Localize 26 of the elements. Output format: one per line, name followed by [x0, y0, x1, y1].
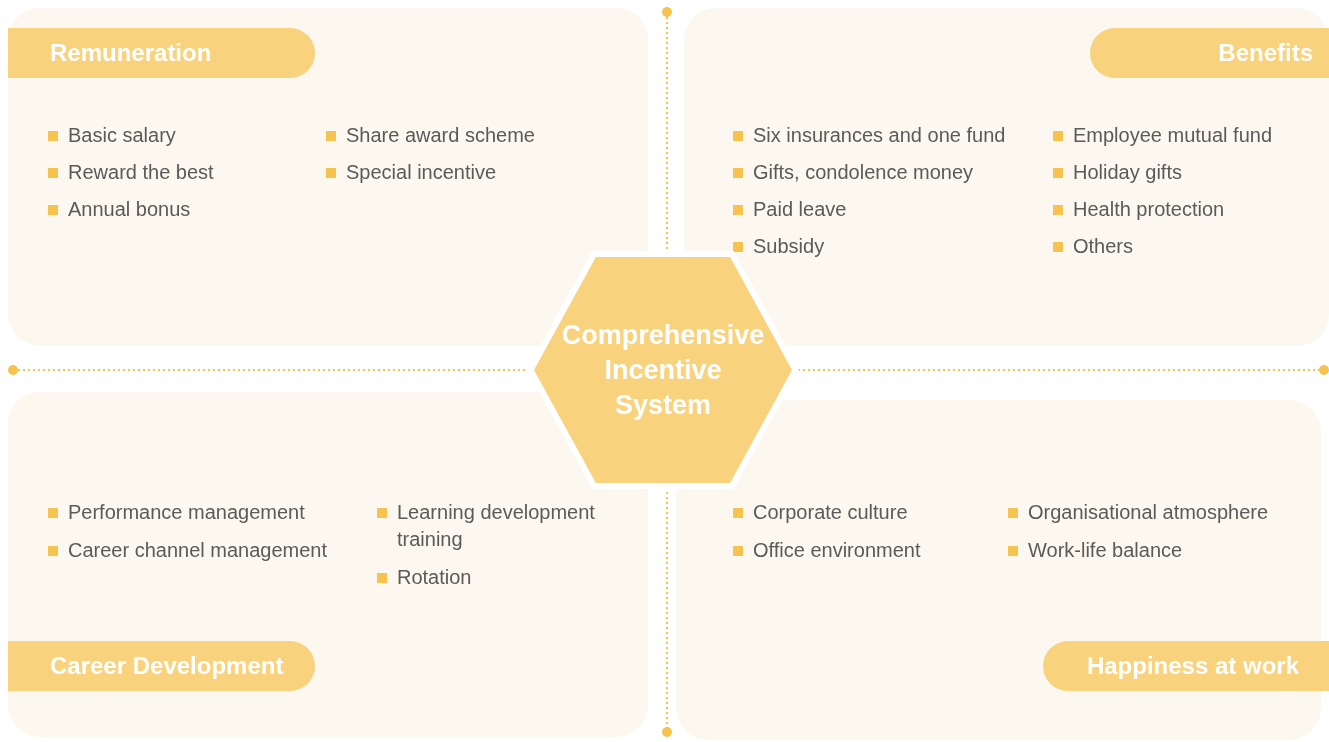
heading-tab: Career Development	[8, 641, 315, 691]
list-item: Subsidy	[753, 234, 825, 259]
heading-tab: Benefits	[1090, 28, 1329, 78]
heading-tab: Happiness at work	[1043, 641, 1329, 691]
list-item: Rotation	[397, 565, 472, 590]
list-item: Special incentive	[346, 160, 497, 185]
list-item: Share award scheme	[346, 123, 535, 148]
list-item: Six insurances and one fund	[753, 123, 1006, 148]
list-item: Basic salary	[68, 123, 176, 148]
list-item: Career channel management	[68, 538, 328, 563]
list-item: Work-life balance	[1028, 538, 1183, 563]
list-item: Performance management	[68, 500, 305, 525]
heading-tab: Remuneration	[8, 28, 315, 78]
list-item: Paid leave	[753, 197, 847, 222]
list-item: Learning development training	[397, 500, 596, 552]
list-item: Office environment	[753, 538, 921, 563]
list-item: Health protection	[1073, 197, 1225, 222]
list-item: Gifts, condolence money	[753, 160, 974, 185]
list-item: Corporate culture	[753, 500, 908, 525]
list-item: Reward the best	[68, 160, 214, 185]
center-title: Comprehensive Incentive System	[560, 318, 766, 422]
list-item: Organisational atmosphere	[1028, 500, 1269, 525]
list-item: Annual bonus	[68, 197, 191, 222]
list-item: Holiday gifts	[1073, 160, 1182, 185]
list-item: Employee mutual fund	[1073, 123, 1272, 148]
list-item: Others	[1073, 234, 1134, 259]
